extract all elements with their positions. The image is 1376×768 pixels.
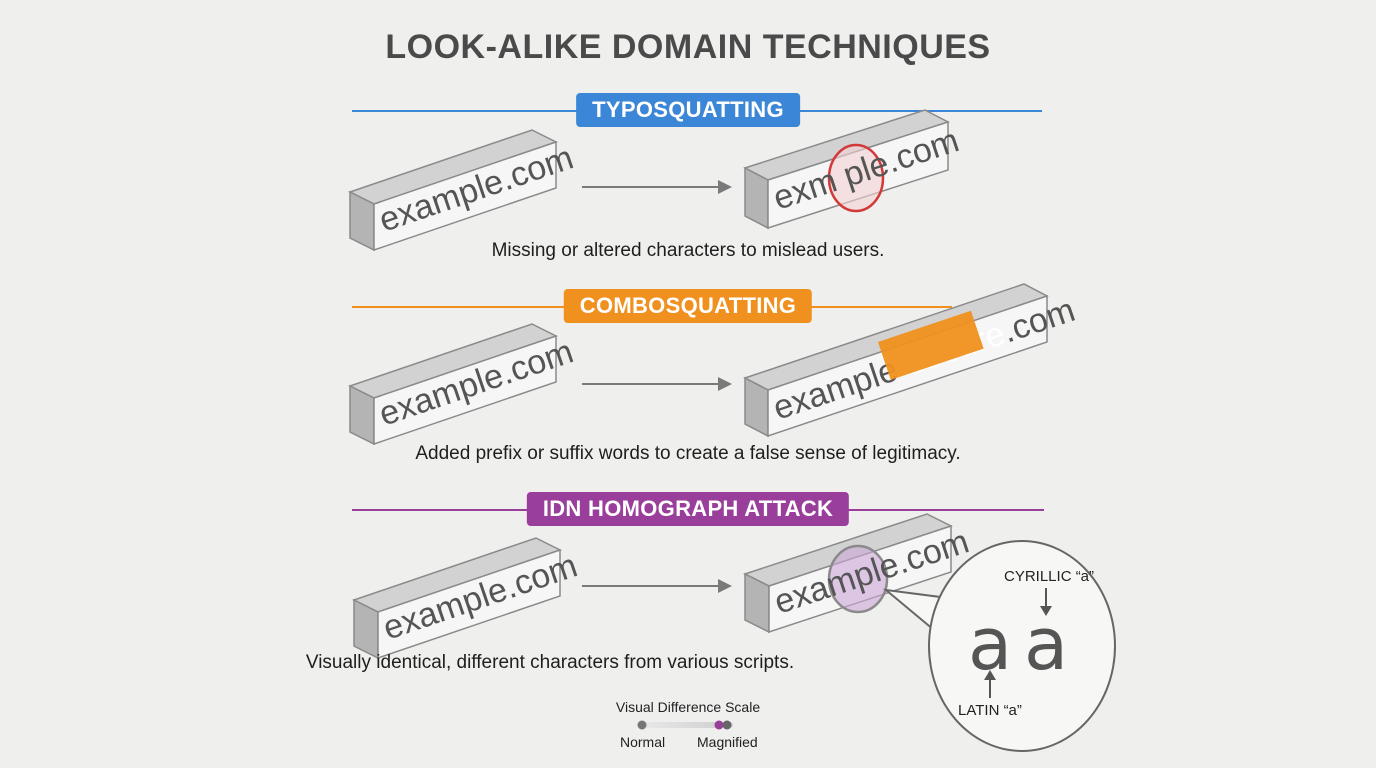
combo-arrow	[582, 377, 732, 391]
combo-original-domain-block	[348, 323, 558, 446]
typo-caption: Missing or altered characters to mislead…	[491, 240, 885, 261]
typo-original-domain-block	[348, 129, 558, 252]
typo-missing-char-highlight	[827, 143, 885, 213]
idn-char-highlight	[827, 544, 889, 614]
combo-caption: Added prefix or suffix words to create a…	[415, 443, 961, 464]
typo-lookalike-text: exm ple.com	[769, 121, 964, 217]
scale-high-label: Magnified	[697, 734, 758, 750]
latin-label: LATIN “a”	[958, 702, 1022, 719]
typo-label: TYPOSQUATTING	[576, 93, 800, 127]
typo-arrow	[582, 180, 732, 194]
cyrillic-label: CYRILLIC “a”	[1004, 568, 1095, 585]
idn-original-text: example.com	[378, 546, 582, 647]
cyrillic-arrow	[1040, 588, 1052, 616]
scale-magnified-dot-purple	[714, 720, 724, 730]
combo-label: COMBOSQUATTING	[563, 289, 813, 323]
scale-low-label: Normal	[620, 734, 666, 750]
combo-lookalike-prefix: example	[768, 351, 902, 428]
idn-caption: Visually identical, different characters…	[305, 652, 795, 673]
combo-added-word-highlight	[878, 310, 984, 380]
combo-original-text: example.com	[374, 332, 578, 433]
typo-lookalike-domain-block	[743, 109, 950, 230]
latin-glyph: a	[968, 602, 1013, 686]
scale-magnified-dot-gray	[722, 720, 732, 730]
idn-original-domain-block	[352, 537, 562, 660]
cyrillic-glyph: а	[1024, 602, 1069, 686]
scale-bar	[637, 720, 733, 730]
magnifier-callout: CYRILLIC “a” a а LATIN “a”	[928, 540, 1116, 752]
idn-lookalike-domain-block	[743, 513, 953, 634]
scale-title: Visual Difference Scale	[615, 699, 761, 715]
page-title: LOOK-ALIKE DOMAIN TECHNIQUES	[385, 28, 991, 66]
combo-lookalike-suffix: .com	[998, 291, 1080, 351]
idn-arrow	[582, 579, 732, 593]
idn-label: IDN HOMOGRAPH ATTACK	[526, 492, 850, 526]
scale-normal-dot	[637, 720, 647, 730]
typo-original-text: example.com	[374, 138, 578, 239]
latin-arrow	[984, 670, 996, 698]
